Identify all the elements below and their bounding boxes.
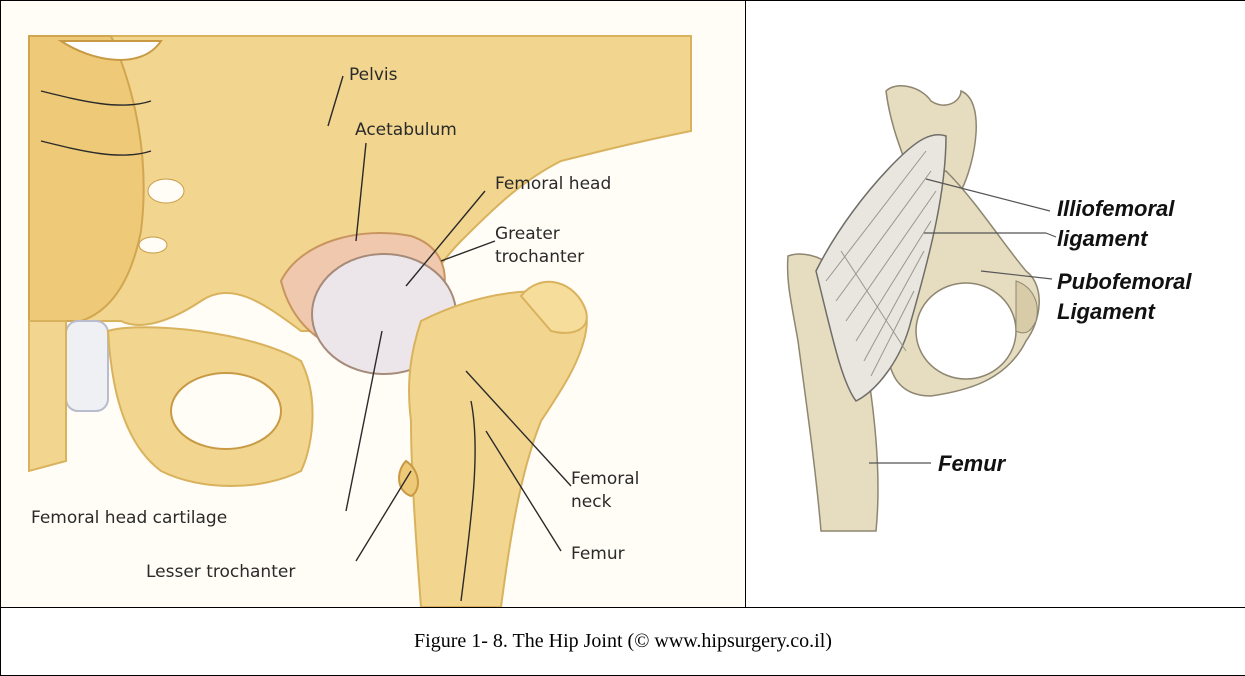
label-greater-trochanter-line2: trochanter — [495, 247, 584, 267]
label-greater-trochanter-line1: Greater — [495, 224, 560, 244]
label-pelvis: Pelvis — [349, 65, 398, 85]
label-femur-right: Femur — [938, 451, 1007, 476]
label-iliofemoral-line2: ligament — [1057, 226, 1149, 251]
label-pubofemoral-line1: Pubofemoral — [1057, 269, 1192, 294]
figure-caption: Figure 1- 8. The Hip Joint (© www.hipsur… — [414, 630, 832, 652]
hip-ligament-illustration: Illiofemoral ligament Pubofemoral Ligame… — [746, 1, 1245, 607]
hip-anatomy-cell: Pelvis Acetabulum Femoral head Greater t… — [1, 1, 746, 608]
label-femoral-neck-line2: neck — [571, 492, 612, 512]
label-femur-left: Femur — [571, 544, 625, 564]
label-pubofemoral-line2: Ligament — [1057, 299, 1156, 324]
label-lesser-trochanter: Lesser trochanter — [146, 562, 295, 582]
label-acetabulum: Acetabulum — [355, 120, 457, 140]
label-iliofemoral-line1: Illiofemoral — [1057, 196, 1175, 221]
label-femoral-neck-line1: Femoral — [571, 469, 639, 489]
hip-anatomy-illustration: Pelvis Acetabulum Femoral head Greater t… — [1, 1, 745, 607]
label-femoral-head-cartilage: Femoral head cartilage — [31, 508, 227, 528]
label-femoral-head: Femoral head — [495, 174, 611, 194]
figure-caption-cell: Figure 1- 8. The Hip Joint (© www.hipsur… — [1, 608, 1245, 676]
hip-ligament-cell: Illiofemoral ligament Pubofemoral Ligame… — [746, 1, 1245, 608]
